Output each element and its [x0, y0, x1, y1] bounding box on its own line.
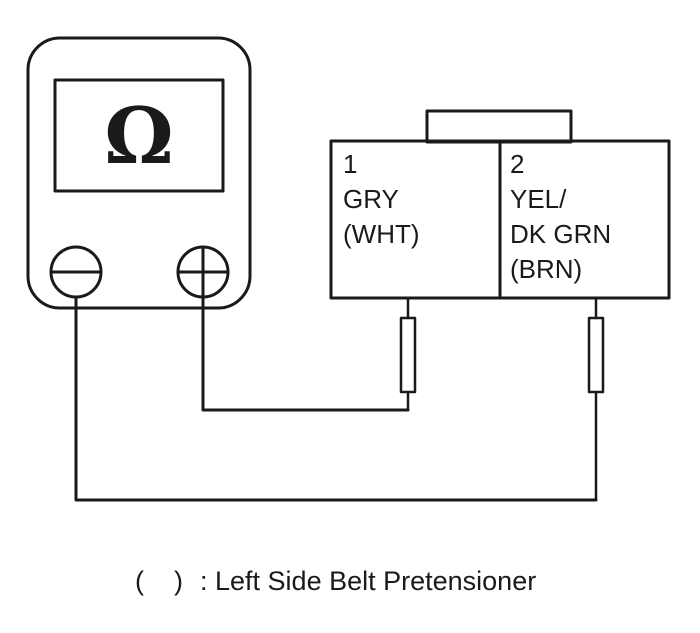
- positive-test-lead: [201, 295, 410, 412]
- terminal-2-probe: [587, 296, 605, 502]
- terminal-1-number: 1: [343, 149, 357, 179]
- terminal-1-probe: [399, 296, 417, 412]
- meter-body: [26, 36, 252, 310]
- meter-display: [53, 78, 225, 193]
- multimeter: Ω: [26, 36, 252, 310]
- terminal-1-alt-color: (WHT): [343, 219, 420, 249]
- terminal-2-number: 2: [510, 149, 524, 179]
- positive-terminal-icon: [176, 245, 230, 299]
- caption-text: : Left Side Belt Pretensioner: [200, 566, 536, 596]
- negative-test-lead: [74, 295, 598, 502]
- connector: 1 GRY (WHT) 2 YEL/ DK GRN (BRN): [329, 109, 671, 300]
- terminal-2-alt-color: (BRN): [510, 254, 582, 284]
- negative-terminal-icon: [49, 245, 103, 299]
- caption-parentheses: ( ): [135, 566, 183, 596]
- terminal-1-color: GRY: [343, 184, 399, 214]
- connector-lock-tab: [425, 109, 573, 144]
- ohm-symbol: Ω: [104, 91, 173, 182]
- terminal-2-color-line2: DK GRN: [510, 219, 611, 249]
- terminal-2-color-line1: YEL/: [510, 184, 567, 214]
